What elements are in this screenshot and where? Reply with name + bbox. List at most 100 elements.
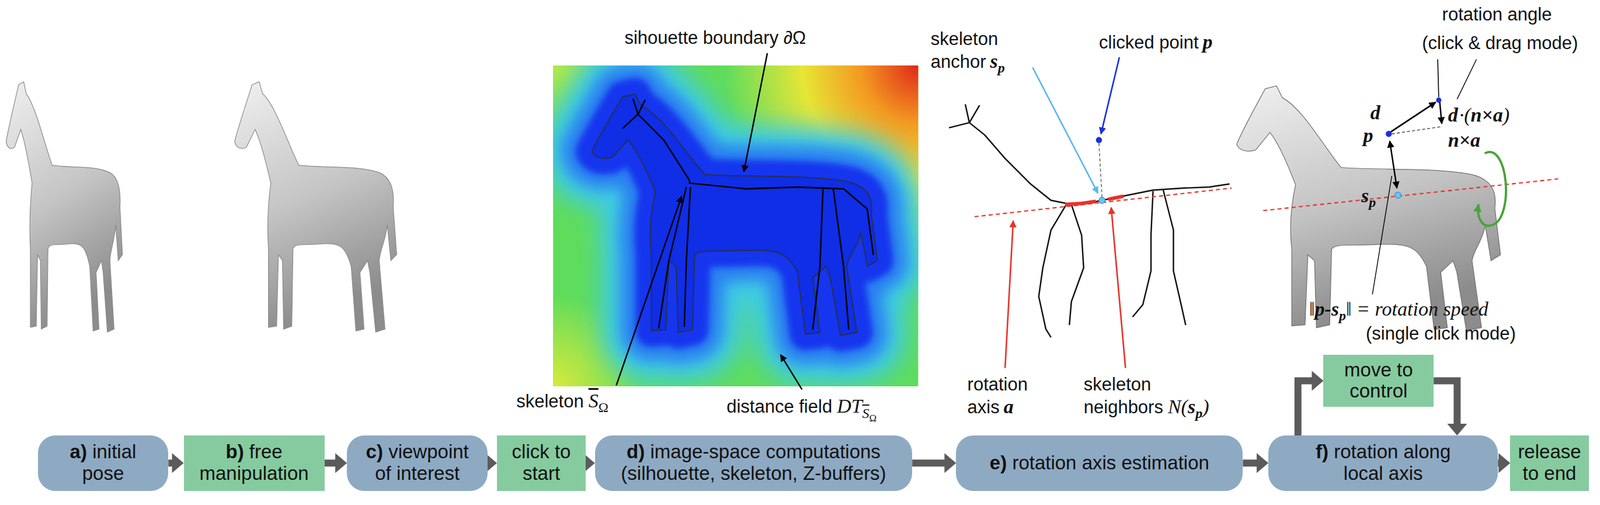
action-box: move to control (1323, 354, 1434, 407)
dashed-link (1098, 143, 1102, 198)
flow-arrow (1497, 452, 1511, 473)
leader-arrow (1111, 207, 1126, 368)
flow-arrow (168, 452, 184, 473)
annotation: clicked point (1098, 32, 1199, 53)
step-letter: c) (366, 440, 384, 462)
label-group: ‖p-sp‖ = rotation speed (1309, 297, 1489, 325)
label-group: n×a (1448, 128, 1481, 152)
distance-field (552, 65, 919, 386)
field-ground (552, 65, 919, 386)
field-glow (591, 94, 878, 336)
process-box: a)initial pose (37, 435, 169, 490)
flow-arrow (912, 452, 956, 473)
label-group: sihouette boundary ∂Ω (624, 27, 806, 49)
step-letter: f) (1315, 440, 1329, 462)
annotation: skeleton (516, 390, 584, 412)
annotation: distance field (726, 395, 833, 417)
leader-arrow (616, 196, 682, 386)
annotation: rotation angle (1442, 4, 1553, 25)
action-box: release to end (1510, 435, 1589, 490)
math-symbol: Ω (869, 412, 878, 424)
step-text: free manipulation (199, 440, 309, 484)
math-symbol: ·( (1459, 103, 1471, 126)
horse-posed (1236, 85, 1501, 331)
arrow-shaft (168, 458, 173, 466)
arrow-head (1311, 370, 1324, 391)
process-box: f)rotation along local axis (1268, 435, 1498, 490)
label-group: distance fieldDTSΩ (726, 394, 877, 424)
node-text: b)free manipulation (195, 440, 313, 485)
node-text: a)initial pose (55, 440, 152, 485)
field-glow (591, 94, 878, 336)
click-dot (1385, 130, 1392, 137)
math-symbol: p (1363, 124, 1374, 146)
step-text: click to start (512, 440, 572, 484)
drag-dot (1435, 97, 1442, 103)
math-symbol: S (588, 389, 599, 412)
field-corner (552, 65, 919, 386)
step-text: image-space computations (silhouette, sk… (620, 440, 886, 484)
arrow-shaft (912, 458, 945, 466)
annotation: sihouette boundary ∂Ω (624, 27, 806, 48)
arrow-shaft (1433, 380, 1457, 424)
skeleton-figure (948, 103, 1230, 337)
annotation: (click & drag mode) (1421, 32, 1578, 54)
math-symbol: p (1338, 307, 1346, 323)
flow-arrow (1298, 370, 1324, 436)
action-box: b)free manipulation (183, 435, 325, 490)
annotation: skeleton anchor (930, 28, 998, 72)
drag-vector (1390, 102, 1436, 132)
anchor-dot (1395, 192, 1401, 198)
math-symbol: p (1368, 194, 1376, 210)
step-letter: b) (225, 440, 244, 462)
leader-arrow (1100, 57, 1119, 134)
rotation-axis (974, 188, 1232, 217)
math-symbol: DT (836, 394, 862, 417)
math-symbol: S (862, 405, 870, 421)
arrow-head (172, 452, 184, 473)
math-symbol: a (1003, 395, 1014, 417)
label-group: rotation angle (1442, 4, 1553, 26)
step-text: release to end (1517, 440, 1581, 484)
arrow-head (1498, 452, 1511, 473)
math-symbol: s (989, 50, 998, 72)
arrow-shaft (324, 458, 336, 466)
rotation-axis (1263, 178, 1558, 211)
arrow-head (944, 452, 956, 473)
leader-line (1437, 58, 1439, 97)
flow-arrow (1242, 452, 1269, 473)
field-skeleton (622, 98, 873, 330)
leader-arrow (780, 354, 803, 389)
step-letter: e) (989, 451, 1007, 473)
math-symbol: ) (1503, 103, 1510, 126)
leader-line (1456, 58, 1477, 99)
click-dot (1096, 136, 1102, 143)
horse-free (234, 81, 397, 332)
math-symbol: N( (1167, 395, 1188, 417)
label-group: (single click mode) (1365, 322, 1516, 344)
flow-arrow (1433, 380, 1467, 436)
arrow-head (1447, 423, 1467, 436)
dashed-link (1391, 126, 1441, 134)
silhouette (591, 94, 878, 336)
math-symbol: s (1187, 395, 1196, 417)
node-text: move to control (1329, 359, 1428, 403)
horse-initial (5, 81, 123, 332)
anchor-dot (1098, 197, 1105, 204)
label-group: p (1363, 123, 1374, 147)
leader-arrow (1004, 220, 1014, 368)
math-symbol: n×a (1448, 129, 1481, 151)
process-box: c)viewpoint of interest (346, 435, 488, 490)
math-symbol: d (1370, 101, 1381, 124)
math-symbol: ‖ (1309, 297, 1316, 320)
neighbor-segment (1065, 201, 1096, 205)
process-box: e)rotation axis estimation (955, 435, 1243, 490)
math-symbol: p (1195, 405, 1203, 421)
node-text: c)viewpoint of interest (358, 440, 476, 485)
label-group: clicked pointp (1098, 30, 1213, 54)
step-text: viewpoint of interest (374, 440, 469, 484)
step-text: move to control (1344, 358, 1413, 402)
rotation-arrow (1477, 151, 1506, 226)
projected-vector (1440, 102, 1442, 124)
